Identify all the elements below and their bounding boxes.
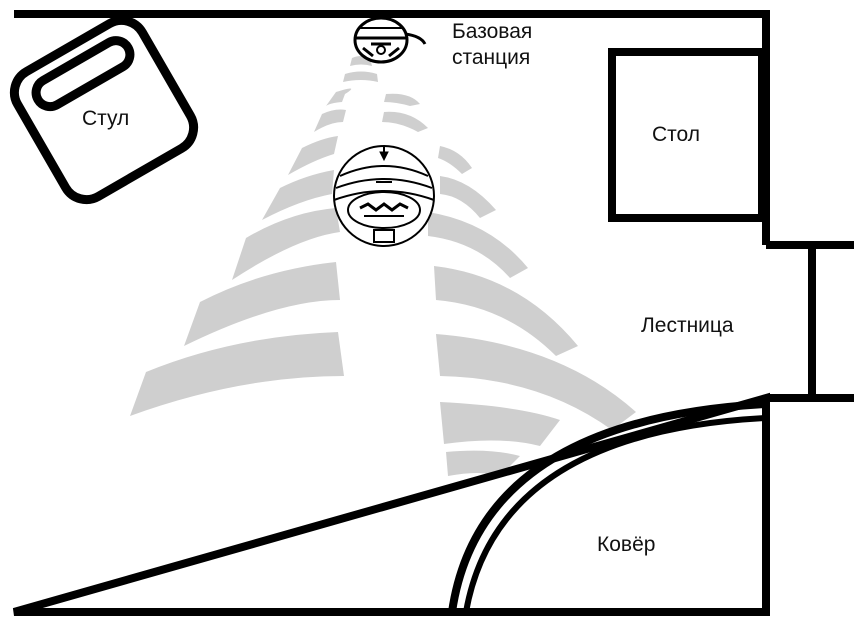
signal-wave-left-2 <box>343 71 378 82</box>
signal-wave-right-10 <box>440 402 560 446</box>
table-shape <box>608 48 766 222</box>
base-station-label-line2: станция <box>452 46 531 69</box>
table-label: Стол <box>652 123 701 146</box>
chair-icon <box>9 15 199 205</box>
base-station-icon <box>353 16 427 64</box>
stairs-outline <box>766 241 854 402</box>
signal-wave-left-8 <box>184 262 340 346</box>
carpet-shape <box>448 400 767 613</box>
signal-wave-right-5 <box>438 146 472 174</box>
base-station-label: Базовая станция <box>452 19 582 71</box>
signal-wave-right-9 <box>436 334 636 430</box>
chair-label: Стул <box>82 107 130 130</box>
carpet-inner-arc <box>463 415 767 613</box>
robot-vacuum-icon <box>333 145 435 247</box>
signal-waves <box>130 56 636 476</box>
signal-wave-right-6 <box>440 176 496 218</box>
signal-wave-left-6 <box>262 170 334 220</box>
signal-wave-left-3 <box>326 88 352 106</box>
signal-wave-left-9 <box>130 332 344 416</box>
signal-wave-right-3 <box>384 93 420 106</box>
signal-wave-left-5 <box>288 136 338 175</box>
signal-wave-right-8 <box>434 266 578 356</box>
stairs-shape <box>766 241 854 402</box>
signal-wave-right-7 <box>428 212 528 278</box>
stairs-label: Лестница <box>641 314 734 337</box>
base-station-label-line1: Базовая <box>452 20 533 43</box>
signal-wave-left-4 <box>314 109 346 132</box>
signal-wave-left-7 <box>232 208 340 280</box>
signal-wave-right-4 <box>382 111 428 132</box>
carpet-outer-arc <box>448 400 767 613</box>
carpet-label: Ковёр <box>597 533 656 556</box>
